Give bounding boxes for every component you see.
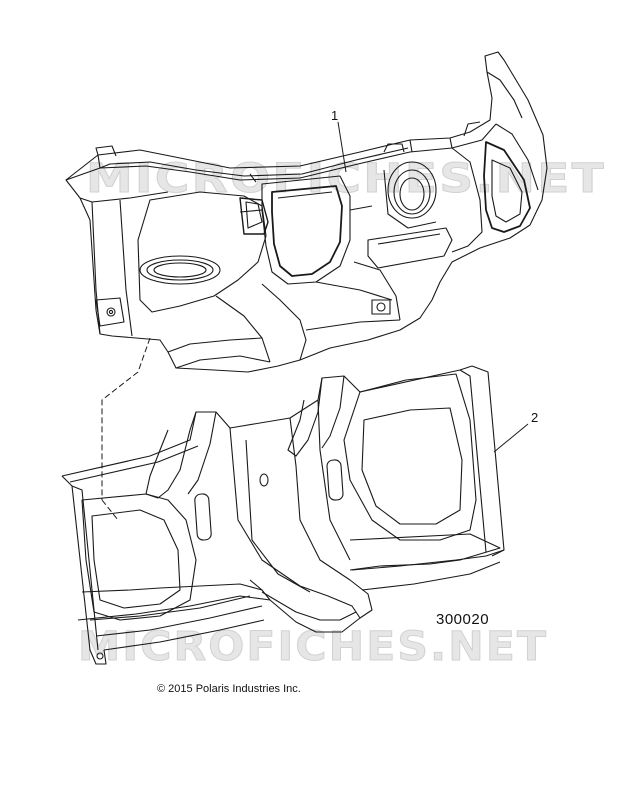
lower-dash-panel (61, 365, 505, 665)
watermark-bottom: MICROFICHES.NET (78, 624, 548, 670)
diagram-part-number: 300020 (436, 611, 490, 628)
upper-dash-panel (65, 51, 548, 373)
alignment-guide-left-tail (101, 499, 119, 521)
alignment-guide-left (101, 337, 151, 500)
callout-1: 1 (331, 108, 339, 123)
copyright-notice: © 2015 Polaris Industries Inc. (157, 683, 301, 695)
callout-1-leader (337, 121, 347, 173)
callout-2: 2 (531, 410, 539, 425)
callout-2-leader (493, 423, 529, 453)
